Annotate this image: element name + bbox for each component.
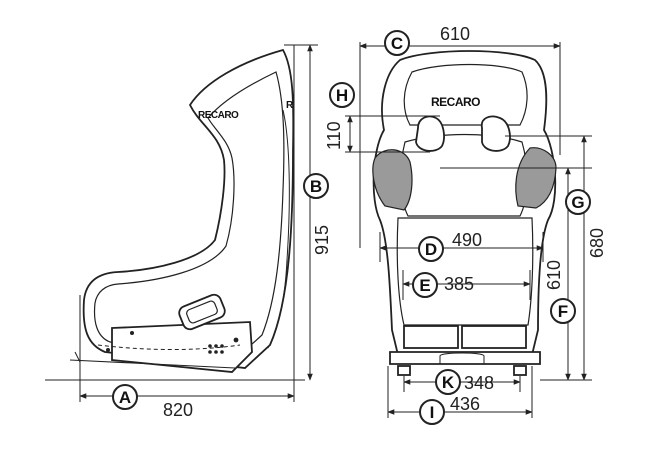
front-foot-left [397,365,411,376]
dim-i-value: 436 [450,394,480,414]
front-pad-right [515,147,557,209]
front-foot-right [513,365,527,376]
marker-e-label: E [419,276,430,295]
letter-markers: A B C D E F G H I K [112,30,591,425]
dim-a-value: 820 [163,400,193,420]
dim-e-value: 385 [444,274,474,294]
marker-b: B [303,173,329,199]
marker-k-label: K [442,373,455,392]
side-bracket [111,321,253,373]
marker-h-label: H [336,86,348,105]
marker-c-label: C [391,34,403,53]
dim-c-value: 610 [440,24,470,44]
marker-e: E [412,272,438,298]
marker-d-label: D [425,240,437,259]
marker-f: F [550,298,576,324]
front-handle [439,352,485,364]
front-base [389,351,541,365]
marker-k: K [435,369,461,395]
dimension-lines [45,42,592,418]
marker-h: H [329,82,355,108]
side-shell-inner [93,71,285,356]
dim-h-value: 110 [324,121,344,150]
marker-i-label: I [430,403,435,422]
dim-k-value: 348 [464,373,494,393]
marker-i: I [419,399,445,425]
side-belt-slot-inner [186,300,218,324]
marker-a-label: A [119,388,131,407]
marker-d: D [418,236,444,262]
side-shell-outline [82,48,295,369]
front-belt-slot-right [480,115,511,152]
marker-f-label: F [558,302,568,321]
dim-b-value: 915 [312,225,332,255]
marker-b-label: B [310,177,322,196]
front-pad-left [372,149,413,211]
side-bracket-holes [106,331,239,354]
front-cushion-left [403,325,459,349]
front-brand-logo: RECARO [431,95,480,109]
side-brand-logo: RECARO [198,110,239,121]
seat-front-view: RECARO [372,50,557,376]
marker-g-label: G [571,193,584,212]
side-belt-slot [178,293,226,331]
marker-c: C [384,30,410,56]
dim-d-value: 490 [452,230,482,250]
dim-g-value: 680 [587,228,607,258]
side-bracket-dashed [97,344,241,350]
seat-side-view: RECARO R [69,48,295,373]
side-brand-fragment: R [286,100,294,111]
dim-f-value: 610 [544,260,564,290]
marker-g: G [565,189,591,215]
front-cushion-right [461,325,527,349]
side-floor-rail [69,351,236,369]
front-headrest [403,63,528,126]
side-back-edge [267,109,290,349]
front-belt-slot-left [415,115,445,152]
dimension-values: 820 915 610 490 385 610 680 110 436 348 [163,24,607,420]
marker-a: A [112,384,138,410]
